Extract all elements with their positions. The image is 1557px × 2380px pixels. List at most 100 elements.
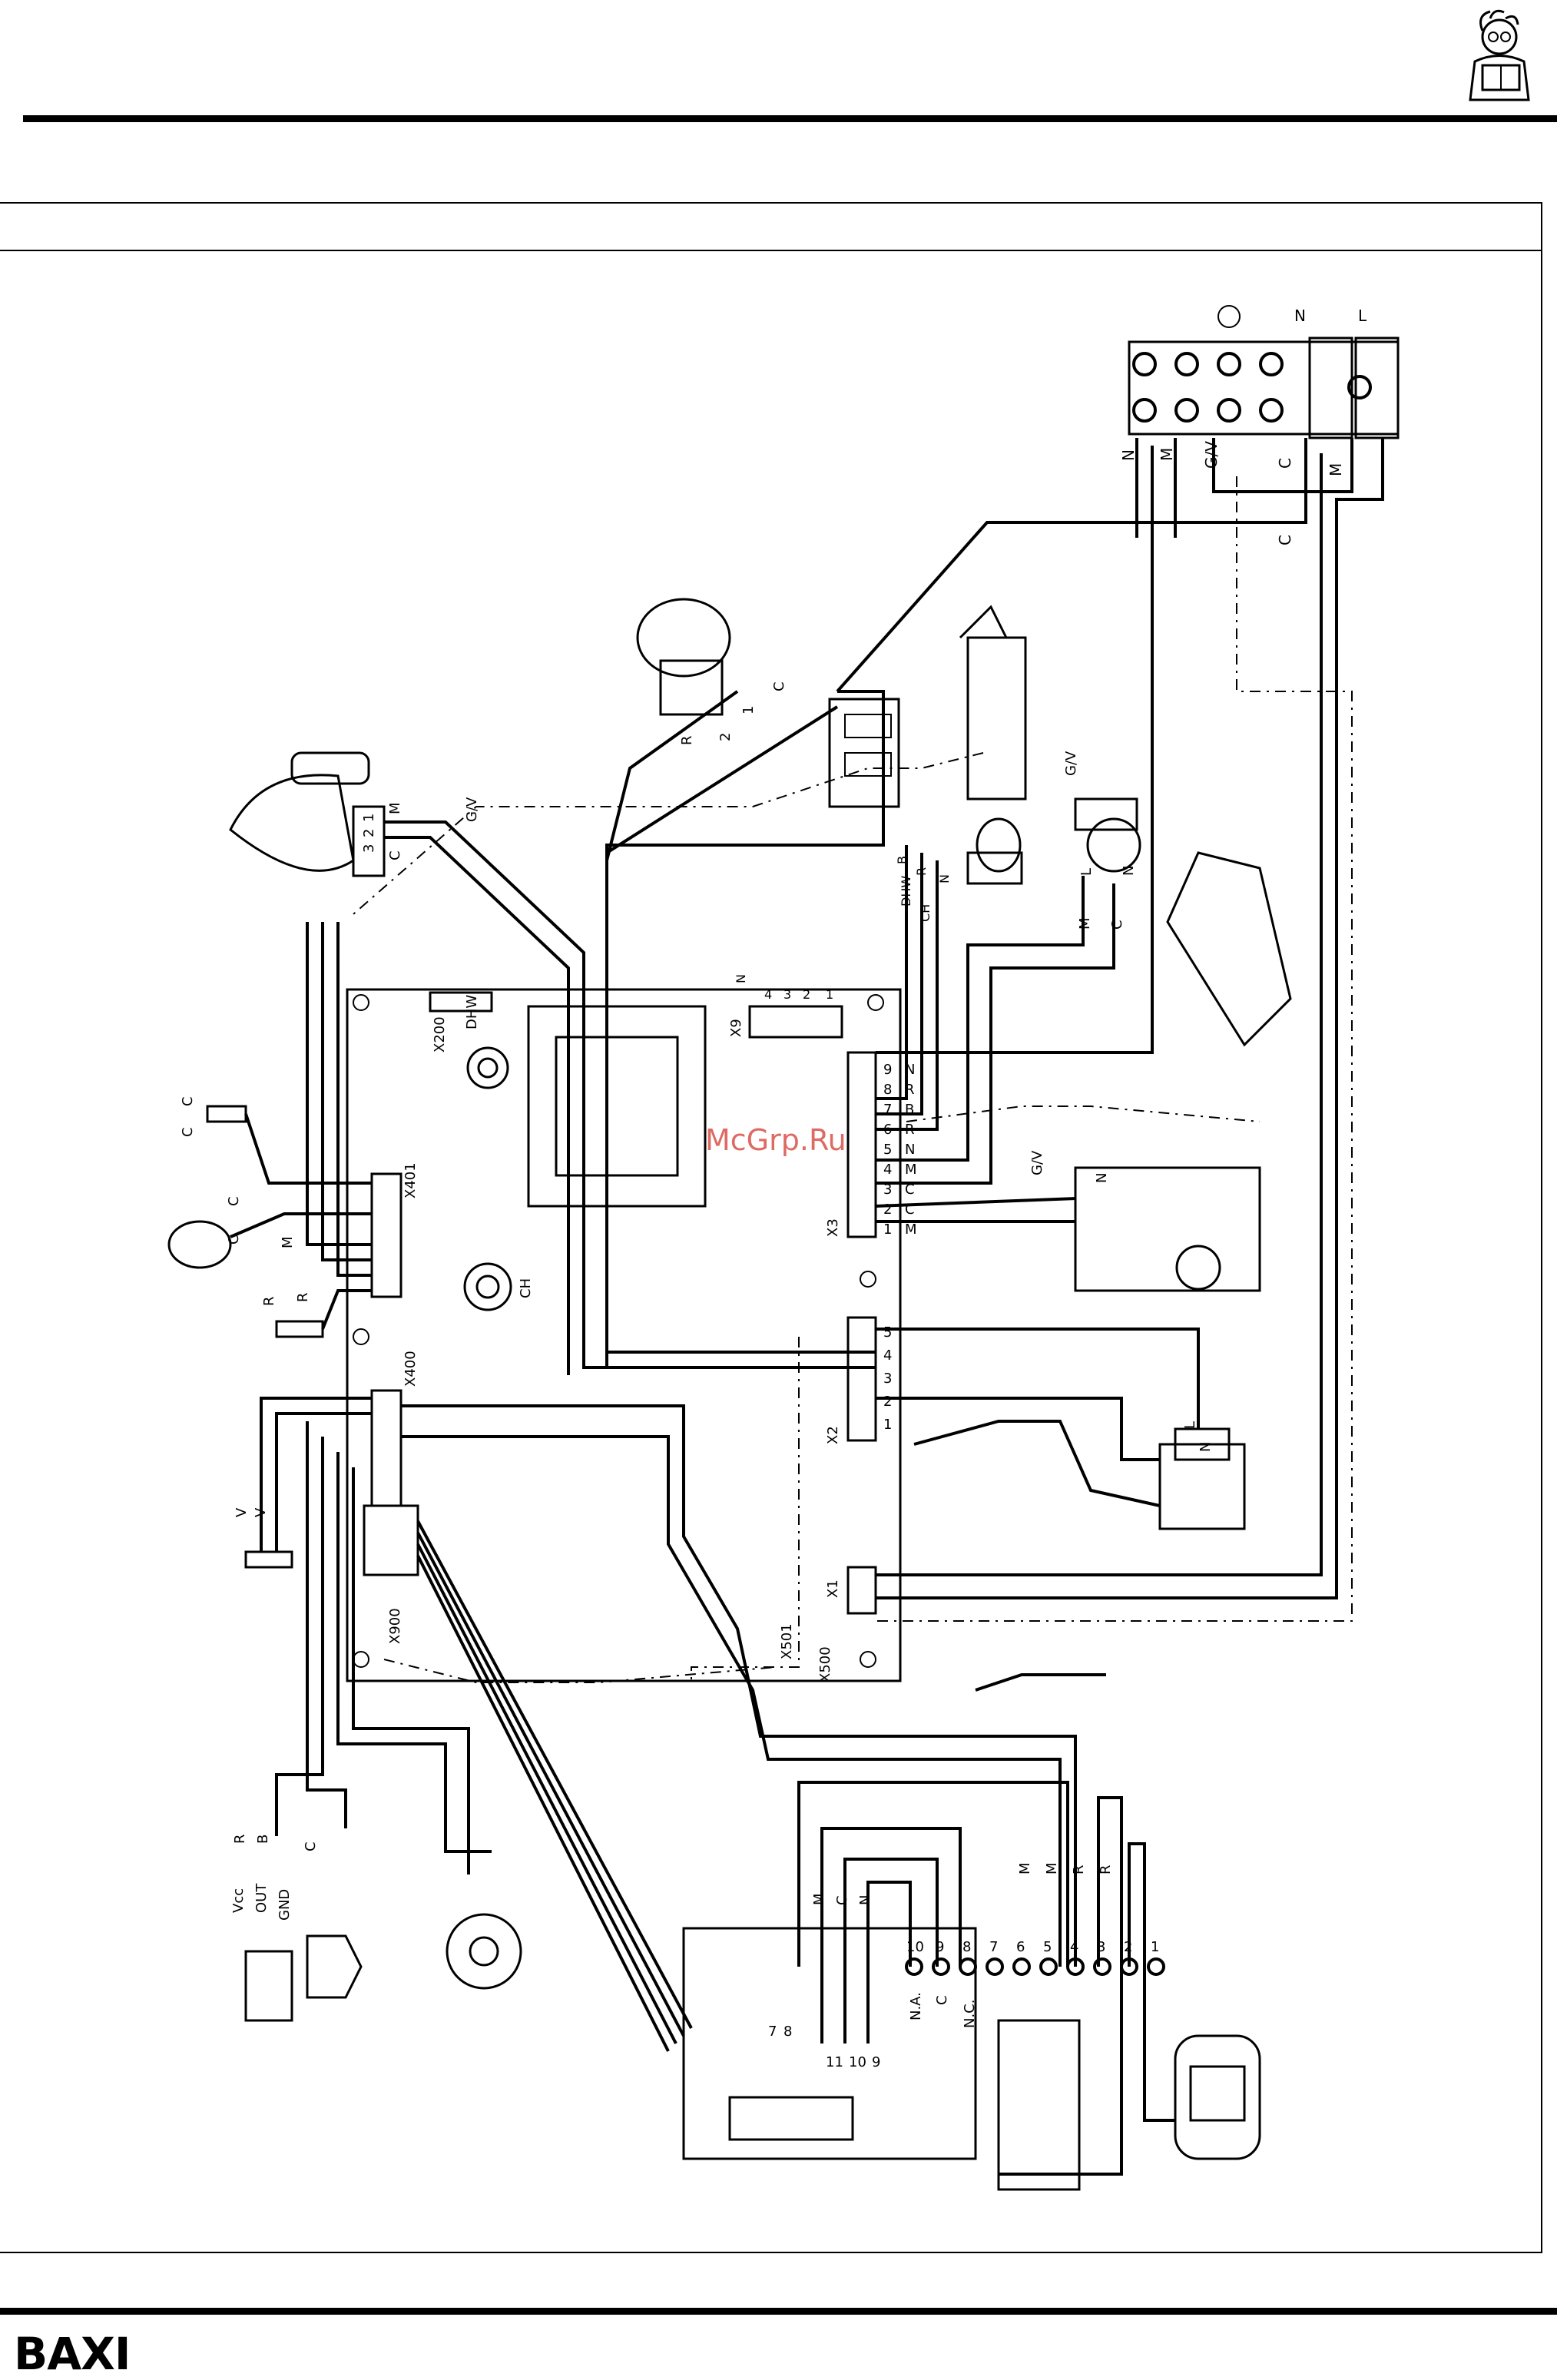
x9-pin: 3 [783,987,791,1002]
diverter-valve [968,819,1022,883]
mains-wire-label: M [1158,448,1176,461]
label-x501: X501 [779,1623,795,1659]
ignition-label: N [1198,1442,1214,1452]
aux-terminal: 5 [1043,1939,1052,1955]
footer-rule [0,2308,1557,2315]
water-pressure-sensor [447,1914,521,1988]
mains-wire-label: C [1276,535,1294,545]
aux-terminal-strip [906,1959,1164,1974]
diverter-label: CH [918,904,933,922]
flow-sensor-wire: C [303,1841,319,1851]
x3-pin: 8 [883,1082,892,1098]
connector-x9 [750,1006,842,1037]
mains-terminal-block [1129,338,1398,438]
x3-pin: 4 [883,1162,892,1178]
mains-wire-label: G/V [1202,441,1221,469]
x3-pin: 5 [883,1142,892,1158]
x3-wire: R [905,1122,915,1138]
flow-sensor-wire: R [232,1834,248,1844]
x3-wire: C [905,1202,915,1218]
label-x401: X401 [403,1162,419,1198]
mains-wire-label: M [1327,463,1345,476]
diverter-label: N [937,874,952,883]
connector-x900 [364,1506,418,1575]
aux-incoming: M [811,1893,827,1905]
label-x9: X9 [728,1019,744,1037]
label-x400: X400 [403,1351,419,1387]
aux-terminal: 10 [906,1939,924,1955]
small-terminal: 11 [826,2054,843,2070]
diverter-wire: R [914,867,929,876]
relay-label: N.C. [962,2000,978,2028]
label-x1: X1 [825,1579,841,1598]
x3-wire: N [905,1062,915,1078]
x9-pin: 4 [764,987,772,1002]
connector-x200 [430,993,492,1011]
x3-wire: C [905,1182,915,1198]
pump-wire: C [1109,920,1125,930]
x3-pin: 6 [883,1122,892,1138]
sensor-c-label: R [261,1296,277,1306]
aux-incoming: N [857,1895,873,1905]
connector-x401 [372,1174,401,1297]
mains-label-l-top: L [1358,307,1367,325]
fan-wire: M [387,802,403,814]
sensor-b [169,1221,230,1268]
aux-terminal-wire: M [1017,1862,1033,1874]
aux-terminal-wire: R [1098,1865,1114,1874]
sensor-d-label: V [253,1507,269,1517]
mains-label-n-top: N [1294,307,1306,325]
sensor-b-label: C [226,1196,242,1206]
plug-label: 7 [768,2024,777,2040]
flow-sensor-wire: B [255,1835,271,1844]
fan-pin: 2 [361,829,377,837]
gas-valve [1075,1168,1260,1291]
aux-terminal: 4 [1070,1939,1078,1955]
x2-pin: 2 [883,1394,892,1410]
relay-label: N.A. [908,1992,924,2020]
sensor-d-label: V [234,1507,250,1517]
x3-pin: 7 [883,1102,892,1118]
sensor-a-label: C [180,1127,196,1137]
sensor-c-label: R [295,1292,311,1302]
pump-label: L [1078,868,1095,876]
aux-terminal-wire: M [1044,1862,1060,1874]
ch-pot [465,1264,511,1310]
sensor-d [246,1552,292,1567]
x9-pin: 1 [826,987,833,1002]
x3-wire: R [905,1082,915,1098]
flow-sensor-label: Vcc [230,1888,247,1913]
x2-pin: 3 [883,1371,892,1387]
pressure-switch-pin: 2 [717,733,734,741]
connector-x3 [848,1052,876,1237]
aux-board [684,1928,976,2159]
connector-x1 [848,1567,876,1613]
plug-label: 8 [783,2024,792,2040]
gas-valve-label: N [1094,1173,1110,1183]
dhw-flow-switch-box [968,638,1025,799]
dhw-pot [468,1048,508,1088]
sensor-a-label: C [180,1096,196,1106]
connector-x400 [372,1391,401,1506]
flow-sensor-label: GND [277,1889,293,1921]
sensor-b-label: C [226,1235,242,1245]
x2-pin: 1 [883,1417,892,1433]
flow-sensor-label: OUT [253,1883,270,1913]
sensor-a [207,1106,246,1122]
aux-terminal: 3 [1097,1939,1105,1955]
label-ch: CH [518,1278,534,1298]
x3-wire: B [905,1102,914,1118]
fan-pin: 3 [361,844,377,853]
watermark: McGrp.Ru [705,1123,846,1157]
x2-pin: 5 [883,1324,892,1341]
aux-terminal: 6 [1016,1939,1025,1955]
aux-terminal: 9 [936,1939,944,1955]
x3-wire: M [905,1221,917,1238]
mains-wire-label: N [1119,449,1138,461]
x9-pin: 2 [803,987,810,1002]
fan-pin: 1 [361,814,377,822]
small-terminal: 10 [849,2054,866,2070]
x3-wire: M [905,1162,917,1178]
relay-label: C [934,1995,950,2005]
